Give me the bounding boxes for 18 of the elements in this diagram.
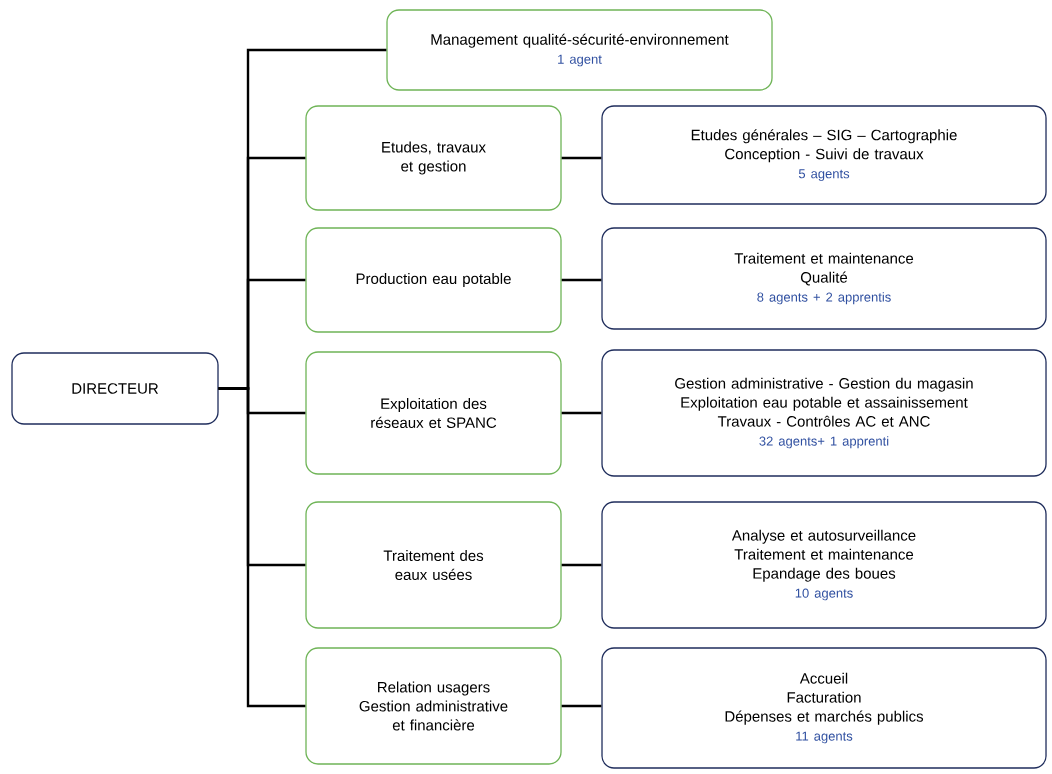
director-box: DIRECTEUR [11, 352, 219, 425]
connector-line [561, 278, 602, 282]
connector-line [218, 387, 306, 708]
connector-line [561, 704, 602, 708]
service-box: Accueil Facturation Dépenses et marchés publics 11 agents [601, 647, 1047, 769]
service-box: Gestion administrative - Gestion du magasin Exploitation eau potable et assainissement Travaux - Contrôles AC et ANC 32 agents+ 1 apprenti [601, 349, 1047, 477]
service-box: Traitement et maintenance Qualité 8 agents + 2 apprentis [601, 227, 1047, 330]
department-box: Exploitation des réseaux et SPANC [305, 351, 562, 475]
connector-line [561, 156, 602, 160]
connector-line [561, 411, 602, 415]
department-box: Relation usagers Gestion administrative et financière [305, 647, 562, 765]
service-box: Analyse et autosurveillance Traitement et maintenance Epandage des boues 10 agents [601, 501, 1047, 629]
unit-box: Management qualité-sécurité-environnement 1 agent [386, 9, 773, 91]
service-box: Etudes générales – SIG – Cartographie Conception - Suivi de travaux 5 agents [601, 105, 1047, 205]
department-box: Etudes, travaux et gestion [305, 105, 562, 211]
department-box: Traitement des eaux usées [305, 501, 562, 629]
department-box: Production eau potable [305, 227, 562, 333]
connector-line [561, 563, 602, 567]
